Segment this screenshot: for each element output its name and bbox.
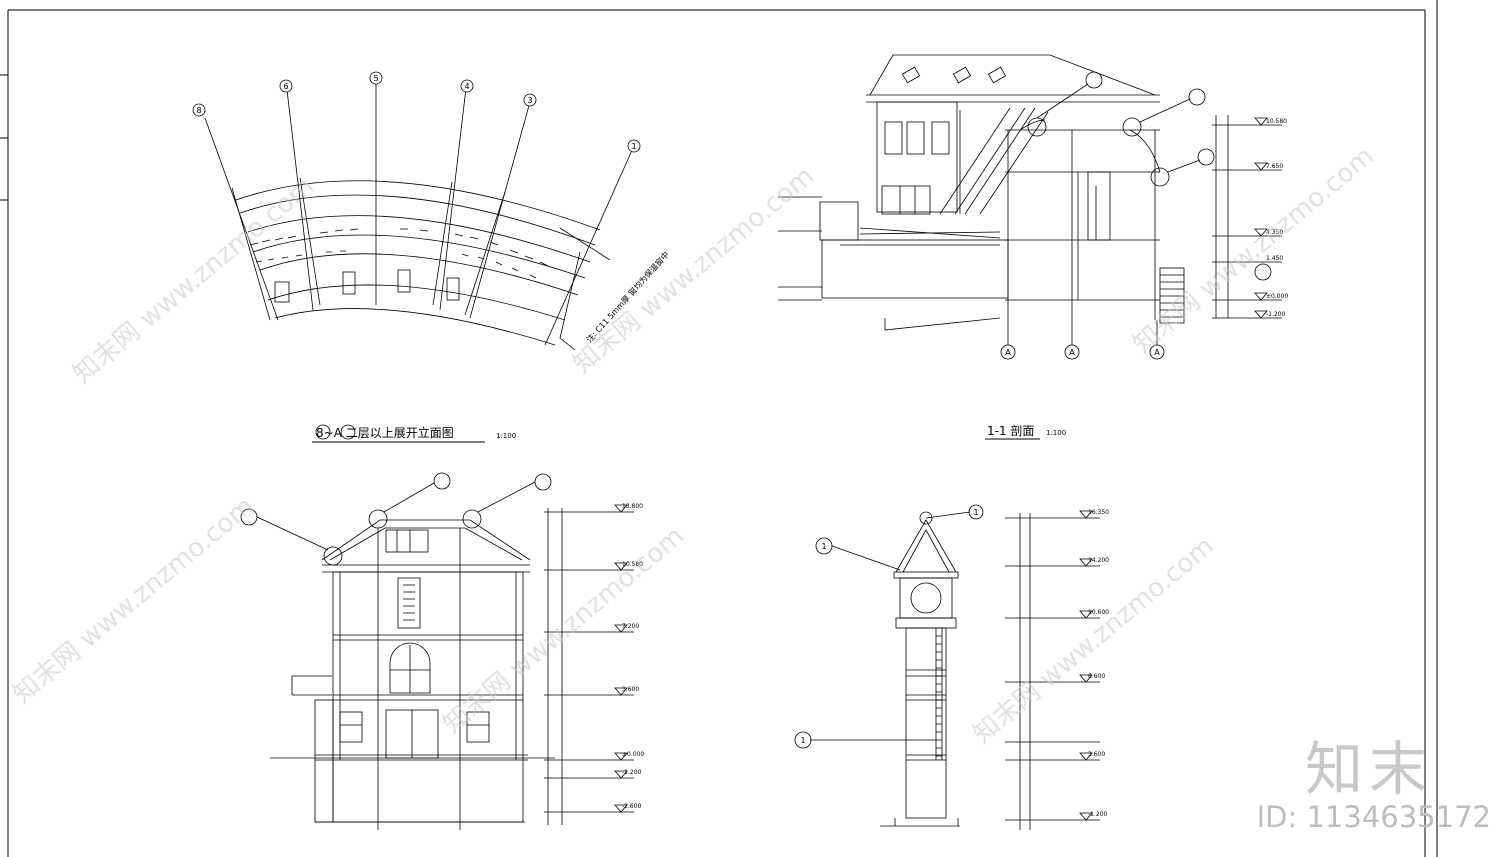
tower-drawing (810, 510, 1100, 830)
level-mark: 3.600 (1088, 751, 1105, 758)
drawing-title: 1-1 剖面 (987, 424, 1034, 438)
elevation-drawing (270, 504, 634, 830)
caption-top-right: 1-1 剖面 1:100 (985, 424, 1066, 440)
axis-tag: A (1005, 348, 1011, 357)
level-mark: 13.800 (622, 503, 643, 510)
axis-tag: 6 (283, 82, 288, 91)
level-mark: 3.600 (622, 686, 639, 693)
detail-callouts-section (1027, 71, 1272, 281)
axis-tag-labels-top-left: 8 6 5 4 3 1 (196, 74, 636, 151)
level-mark: 10.600 (1088, 609, 1109, 616)
drawing-title: 8~A 二层以上展开立面图 (316, 425, 454, 440)
brand-logo-text: 知末 (1304, 735, 1433, 803)
axis-tag: A (1069, 348, 1075, 357)
level-mark: 14.200 (1088, 557, 1109, 564)
axis-tag: 1 (631, 142, 636, 151)
drawing-scale: 1:100 (1046, 429, 1066, 437)
callout-tag: 1 (800, 736, 805, 745)
axis-tags-top-left (192, 71, 641, 153)
level-mark: ±0.000 (1266, 293, 1288, 300)
level-mark: 4.350 (1266, 229, 1283, 236)
callout-tag: 1 (821, 542, 826, 551)
document-id: ID: 1134635172 (1256, 800, 1491, 834)
axis-tag: A (1154, 348, 1160, 357)
axis-tags-section (1000, 344, 1165, 360)
level-mark: 7.200 (622, 623, 639, 630)
drawing-scale: 1:100 (496, 432, 516, 440)
level-mark: ±0.000 (622, 751, 644, 758)
level-mark: -1.200 (1088, 811, 1108, 818)
level-mark: 16.350 (1088, 509, 1109, 516)
level-labels-section: 10.580 7.650 4.350 1.450 ±0.000 -1.200 (1266, 118, 1288, 318)
callout-tag: 1 (973, 508, 978, 517)
level-mark: 7.650 (1266, 163, 1283, 170)
level-labels-elevation: 13.800 10.580 7.200 3.600 ±0.000 -1.200 … (622, 503, 644, 810)
caption-top-left: 8~A 二层以上展开立面图 1:100 (312, 424, 516, 443)
sheet-frame (0, 0, 1438, 857)
drawing-note: 注: C11 5mm厚 窗均为保温窗中 (584, 249, 671, 344)
level-mark: -2.600 (622, 803, 642, 810)
detail-callouts-tower (794, 504, 984, 749)
axis-tag: 4 (464, 82, 469, 91)
level-labels-tower: 16.350 14.200 10.600 6.600 3.600 -1.200 (1088, 509, 1109, 818)
level-mark: 1.450 (1266, 255, 1283, 262)
level-mark: -1.200 (1266, 311, 1286, 318)
axis-tag: 8 (196, 106, 201, 115)
level-mark: 10.580 (1266, 118, 1287, 125)
detail-callouts-elevation (240, 472, 552, 566)
level-mark: 6.600 (1088, 673, 1105, 680)
level-mark: -1.200 (622, 769, 642, 776)
section-drawing (778, 54, 1282, 345)
axis-tag: 3 (527, 96, 532, 105)
axis-tag: 5 (373, 74, 378, 83)
developed-elevation-drawing (204, 80, 634, 351)
level-mark: 10.580 (622, 561, 643, 568)
